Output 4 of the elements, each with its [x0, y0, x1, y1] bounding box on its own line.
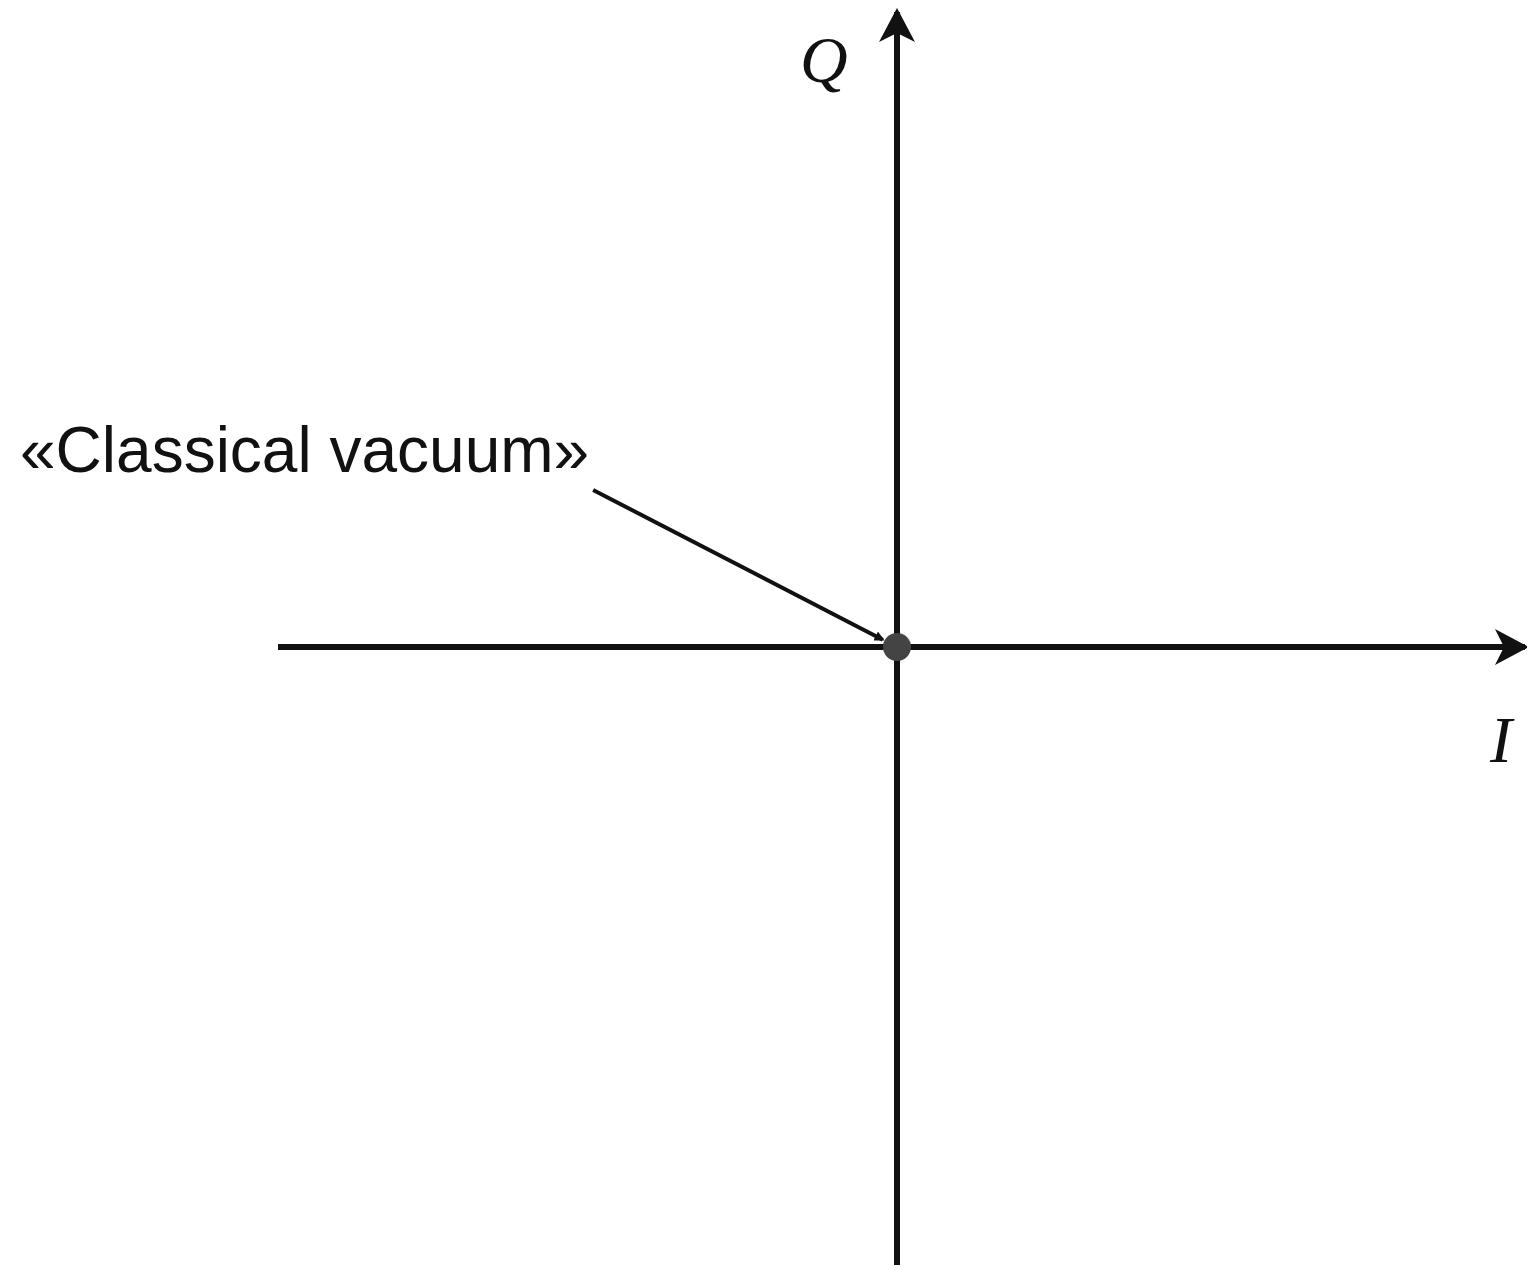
origin-dot: [883, 633, 911, 661]
callout-text: «Classical vacuum»: [20, 412, 590, 488]
leader-arrow: [592, 488, 885, 642]
axis-label: Q: [800, 25, 848, 95]
